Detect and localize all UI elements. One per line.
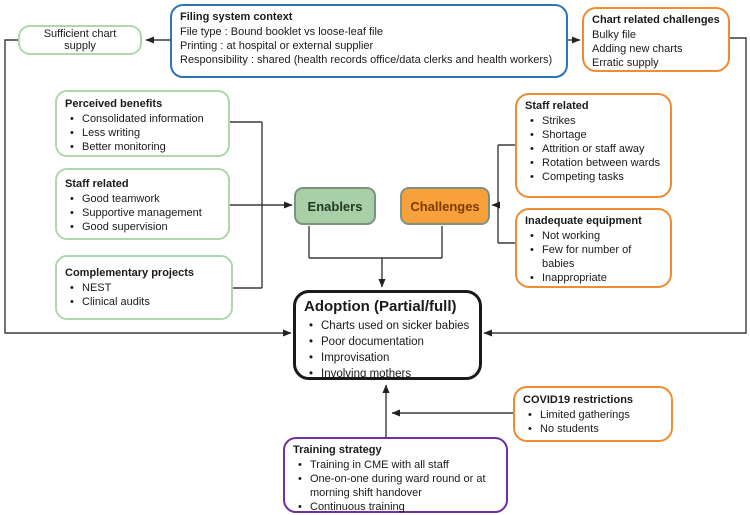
complementary-projects-items: NESTClinical audits [65,281,223,309]
list-item: Limited gatherings [523,408,663,422]
list-item: Training in CME with all staff [293,458,498,472]
staff-related-enablers-items: Good teamworkSupportive managementGood s… [65,192,220,234]
covid19-restrictions-box: COVID19 restrictions Limited gatheringsN… [513,386,673,442]
list-item: Good supervision [65,220,220,234]
challenges-box: Challenges [400,187,490,225]
connector-chartchallenges-to-adoption [483,37,747,337]
list-item: Responsibility : shared (health records … [180,54,553,66]
list-item: Competing tasks [525,170,662,184]
list-item: Clinical audits [65,295,223,309]
covid19-restrictions-title: COVID19 restrictions [523,394,634,406]
adoption-items: Charts used on sicker babiesPoor documen… [304,318,471,382]
filing-system-context-box: Filing system context File type : Bound … [170,4,568,78]
list-item: NEST [65,281,223,295]
list-item: Better monitoring [65,140,220,154]
list-item: Continuous training [293,500,498,514]
list-item: Erratic supply [592,57,659,69]
complementary-projects-box: Complementary projects NESTClinical audi… [55,255,233,320]
enablers-label: Enablers [307,198,363,214]
list-item: Bulky file [592,29,637,41]
staff-related-challenges-items: StrikesShortageAttrition or staff awayRo… [525,114,662,184]
list-item: Supportive management [65,206,220,220]
complementary-projects-title: Complementary projects [65,267,194,279]
training-strategy-title: Training strategy [293,444,382,456]
challenges-label: Challenges [410,198,480,214]
perceived-benefits-box: Perceived benefits Consolidated informat… [55,90,230,157]
staff-related-challenges-box: Staff related StrikesShortageAttrition o… [515,93,672,198]
list-item: Adding new charts [592,43,683,55]
list-item: Not working [525,229,662,243]
list-item: Involving mothers [304,366,471,382]
list-item: Printing : at hospital or external suppl… [180,40,374,52]
filing-system-context-title: Filing system context [180,11,293,23]
chart-related-challenges-title: Chart related challenges [592,14,720,26]
connector-supply-to-adoption [4,39,292,337]
adoption-box: Adoption (Partial/full) Charts used on s… [293,290,482,382]
list-item: Few for number of babies [525,243,662,271]
adoption-title: Adoption (Partial/full) [304,298,457,315]
perceived-benefits-title: Perceived benefits [65,98,163,110]
inadequate-equipment-title: Inadequate equipment [525,215,642,227]
covid19-restrictions-items: Limited gatheringsNo students [523,408,663,436]
list-item: Poor documentation [304,334,471,350]
training-strategy-box: Training strategy Training in CME with a… [283,437,508,514]
enablers-box: Enablers [294,187,376,225]
list-item: Improvisation [304,350,471,366]
staff-related-challenges-title: Staff related [525,100,589,112]
list-item: Consolidated information [65,112,220,126]
list-item: Attrition or staff away [525,142,662,156]
list-item: Strikes [525,114,662,128]
sufficient-chart-supply-label: Sufficient chart supply [43,28,117,52]
list-item: File type : Bound booklet vs loose-leaf … [180,26,384,38]
list-item: Rotation between wards [525,156,662,170]
filing-system-context-lines: File type : Bound booklet vs loose-leaf … [180,25,558,67]
training-strategy-items: Training in CME with all staffOne-on-one… [293,458,498,514]
list-item: No students [523,422,663,436]
inadequate-equipment-items: Not workingFew for number of babiesInapp… [525,229,662,285]
staff-related-enablers-box: Staff related Good teamworkSupportive ma… [55,168,230,240]
staff-related-enablers-title: Staff related [65,178,129,190]
list-item: Inappropriate [525,271,662,285]
sufficient-chart-supply-box: Sufficient chart supply [18,25,142,55]
list-item: Shortage [525,128,662,142]
list-item: Good teamwork [65,192,220,206]
list-item: One-on-one during ward round or at morni… [293,472,498,500]
perceived-benefits-items: Consolidated informationLess writingBett… [65,112,220,154]
inadequate-equipment-box: Inadequate equipment Not workingFew for … [515,208,672,288]
list-item: Less writing [65,126,220,140]
list-item: Charts used on sicker babies [304,318,471,334]
